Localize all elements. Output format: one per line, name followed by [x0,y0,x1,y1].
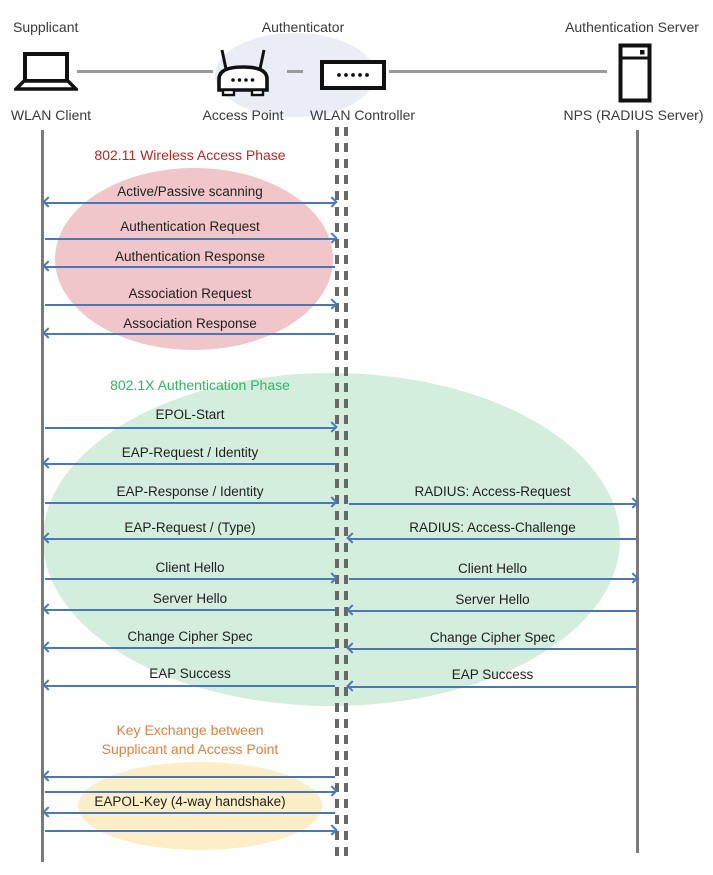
message-arrow-eapol-key-1 [42,770,336,782]
message-arrow-change-cipher-spec-left [42,641,336,653]
message-arrow-eapol-key-2 [44,785,338,797]
message-label-eap-success-left: EAP Success [149,666,231,681]
message-arrow-server-hello-right [346,604,637,616]
message-arrow-association-response [42,327,336,339]
message-arrow-client-hello-left [44,572,338,584]
phase1-title: 802.11 Wireless Access Phase [94,147,286,163]
message-label-authentication-request: Authentication Request [120,219,260,234]
message-arrow-radius-access-challenge [346,532,637,544]
message-arrow-change-cipher-spec-right [346,642,637,654]
message-label-eapol-key: EAPOL-Key (4-way handshake) [94,794,286,809]
actor-role-authenticator: Authenticator [261,19,345,35]
message-label-radius-access-challenge: RADIUS: Access-Challenge [409,520,576,535]
message-label-change-cipher-spec-right: Change Cipher Spec [429,630,556,645]
lifeline-wlan-client [41,130,44,862]
device-label-access-point: Access Point [202,107,284,123]
connector-controller-server [389,70,607,73]
message-arrow-eap-request-identity [42,457,336,469]
message-label-client-hello-right: Client Hello [457,561,528,576]
message-label-active-passive-scanning: Active/Passive scanning [117,184,263,199]
message-arrow-eap-success-right [346,680,637,692]
message-arrow-epol-start [44,421,338,433]
message-arrow-eap-request-type [42,532,336,544]
message-arrow-eap-success-left [42,679,336,691]
device-label-wlan-client: WLAN Client [10,107,92,123]
message-arrow-eap-response-identity [44,496,338,508]
lifeline-access-point [335,127,339,856]
device-label-nps-radius-server: NPS (RADIUS Server) [563,107,704,123]
device-label-wlan-controller: WLAN Controller [309,107,416,123]
message-arrow-server-hello-left [42,603,336,615]
message-label-change-cipher-spec-left: Change Cipher Spec [127,629,253,644]
message-label-client-hello-left: Client Hello [155,560,225,575]
server-icon [618,43,652,103]
message-label-association-response: Association Response [123,316,257,331]
message-arrow-association-request [44,298,338,310]
message-arrow-radius-access-request [348,497,639,509]
message-label-server-hello-right: Server Hello [455,592,530,607]
phase1-ellipse [55,168,333,350]
message-arrow-client-hello-right [348,572,639,584]
message-label-radius-access-request: RADIUS: Access-Request [414,484,571,499]
lifeline-radius-server [636,130,639,853]
access-point-icon [217,49,269,97]
phase3-title: Key Exchange between Supplicant and Acce… [44,721,336,759]
laptop-icon [14,52,78,91]
message-arrow-eapol-key-3 [42,806,336,818]
message-label-server-hello-left: Server Hello [152,591,228,606]
connector-client-ap [77,70,213,73]
message-label-eap-response-identity: EAP-Response / Identity [116,484,264,499]
message-label-eap-success-right: EAP Success [451,667,534,682]
phase2-title: 802.1X Authentication Phase [110,377,290,393]
message-arrow-active-passive-scanning [42,196,338,208]
message-label-epol-start: EPOL-Start [155,407,225,422]
wlan-controller-icon [320,60,386,90]
message-label-eap-request-type: EAP-Request / (Type) [124,520,256,535]
message-label-association-request: Association Request [128,286,252,301]
message-arrow-authentication-response [42,260,336,272]
message-arrow-authentication-request [44,232,338,244]
actor-role-supplicant: Supplicant [13,19,79,35]
message-label-eap-request-identity: EAP-Request / Identity [121,445,259,460]
connector-ap-controller [287,70,303,73]
message-arrow-eapol-key-4 [44,824,338,836]
actor-role-authentication-server: Authentication Server [565,19,699,35]
phase3-title-line2: Supplicant and Access Point [101,741,279,757]
lifeline-wlan-controller [343,127,348,856]
message-label-authentication-response: Authentication Response [114,249,266,264]
phase3-title-line1: Key Exchange between [116,722,264,738]
